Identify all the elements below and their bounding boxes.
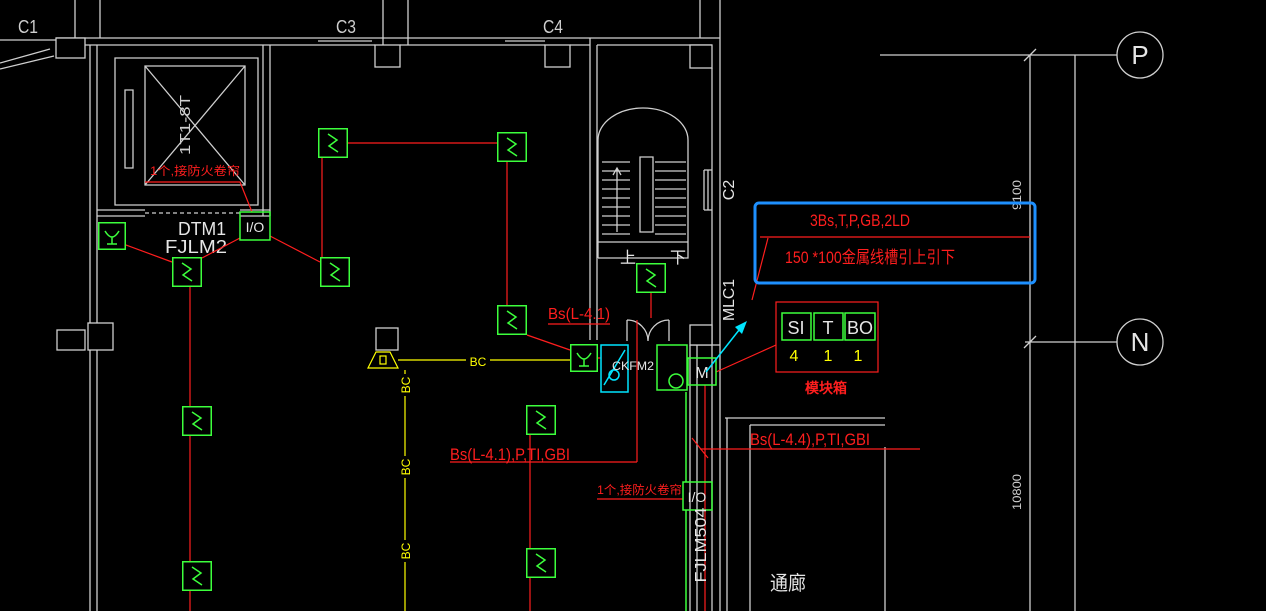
elevator-code: 1T1-8T xyxy=(177,95,194,155)
module-count: 1 xyxy=(854,348,863,365)
module-box-label: 模块箱 xyxy=(805,380,847,396)
bus-label-right: Bs(L-4.4),P,TI,GBI xyxy=(750,430,870,449)
module-box-frame xyxy=(775,301,879,373)
callout-line-2: 150 *100金属线槽引上引下 xyxy=(785,248,955,267)
window-tag-c2: C2 xyxy=(721,180,738,201)
room-corridor: 通廊 xyxy=(770,572,806,595)
dimension-lower: 10800 xyxy=(1010,474,1024,510)
column xyxy=(375,327,399,351)
broadcast-label: BC xyxy=(399,376,413,393)
grid-label-c1: C1 xyxy=(18,17,38,37)
column xyxy=(544,44,571,68)
speaker-horn-icon xyxy=(367,351,399,369)
broadcast-line: BC BC BC BC xyxy=(367,351,570,611)
grid-axis-p: P xyxy=(1131,40,1148,70)
module-box: SI T BO 4 1 1 模块箱 xyxy=(775,301,879,396)
elevator-door-tag: DTM1 xyxy=(178,219,226,239)
fire-shutter-control-dot xyxy=(668,373,684,389)
elevator-car xyxy=(124,65,246,186)
module-cell xyxy=(844,312,876,341)
speaker-horn-body xyxy=(379,355,387,365)
module-cell xyxy=(781,312,812,341)
stair-down-label: 下 xyxy=(670,250,686,267)
shaft-tag: MLC1 xyxy=(721,279,738,321)
module-header: BO xyxy=(847,318,873,338)
column xyxy=(689,324,713,346)
elevator-shutter-tag: FJLM2 xyxy=(165,237,227,257)
grid-axis-n: N xyxy=(1131,327,1150,357)
broadcast-wiring xyxy=(398,359,570,611)
callout-line-1: 3Bs,T,P,GB,2LD xyxy=(810,211,910,230)
dimension-upper: 9100 xyxy=(1010,180,1024,210)
grid-axis-bubble-icon xyxy=(1116,31,1164,79)
grid-axis-bubble-icon xyxy=(1116,318,1164,366)
column xyxy=(87,322,114,351)
module-count: 1 xyxy=(824,348,833,365)
trunking-callout: 3Bs,T,P,GB,2LD 150 *100金属线槽引上引下 xyxy=(753,201,1037,285)
column xyxy=(374,44,401,68)
stairwell: 上 下 MLC1 C2 xyxy=(597,107,738,342)
door-control-dot xyxy=(608,369,620,381)
bus-label-short: Bs(L-4.1) xyxy=(548,306,610,323)
grid-label-c4: C4 xyxy=(543,17,563,37)
alarm-wiring: Bs(L-4.1) Bs(L-4.1),P,TI,GBI Bs(L-4.4),P… xyxy=(125,142,1030,611)
broadcast-label: BC xyxy=(399,458,413,475)
column xyxy=(55,37,86,59)
module-header: T xyxy=(823,318,834,338)
io-module-icon xyxy=(682,481,713,511)
column xyxy=(689,44,713,69)
wiring-lines xyxy=(125,142,1030,611)
io-module-label: I/O xyxy=(246,219,265,235)
stair-outline xyxy=(597,107,712,342)
leader-arrow-line xyxy=(705,324,744,373)
leader-arrow-icon xyxy=(735,321,747,334)
broadcast-label: BC xyxy=(399,542,413,559)
shutter-tag: FJLM504 xyxy=(693,507,710,582)
module-m-label: M xyxy=(695,365,708,382)
bus-label-main: Bs(L-4.1),P,TI,GBI xyxy=(450,445,570,464)
fire-shutter-control-icon xyxy=(656,344,688,391)
walls xyxy=(0,0,1117,611)
io-module-icon xyxy=(239,211,271,241)
module-header: SI xyxy=(787,318,804,338)
wall-lines xyxy=(0,0,1117,611)
stair-door-devices: CKFM2 M FJLM504 xyxy=(600,344,717,611)
door-control-icon xyxy=(600,344,629,393)
door-control-glyph xyxy=(603,349,626,386)
elevator-note-leader xyxy=(145,181,253,213)
highlight-box xyxy=(753,201,1037,285)
io-module-label: I/O xyxy=(688,489,707,505)
leader-arrow xyxy=(705,321,747,373)
broadcast-label: BC xyxy=(470,355,487,369)
stair-door-tag: CKFM2 xyxy=(612,359,654,373)
elevator-shaft: 1T1-8T 1个,接防火卷帘 DTM1 FJLM2 xyxy=(124,65,253,257)
stair-up-label: 上 xyxy=(620,249,636,267)
elevator-fire-shutter-note: 1个,接防火卷帘 xyxy=(150,163,240,178)
grid-label-c3: C3 xyxy=(336,17,356,37)
io-modules: I/O I/O xyxy=(239,211,713,511)
column xyxy=(56,329,86,351)
fire-shutter-note: 1个,接防火卷帘 xyxy=(597,482,682,497)
module-cell xyxy=(813,312,844,341)
module-count: 4 xyxy=(790,348,799,365)
module-m-icon xyxy=(687,357,717,386)
